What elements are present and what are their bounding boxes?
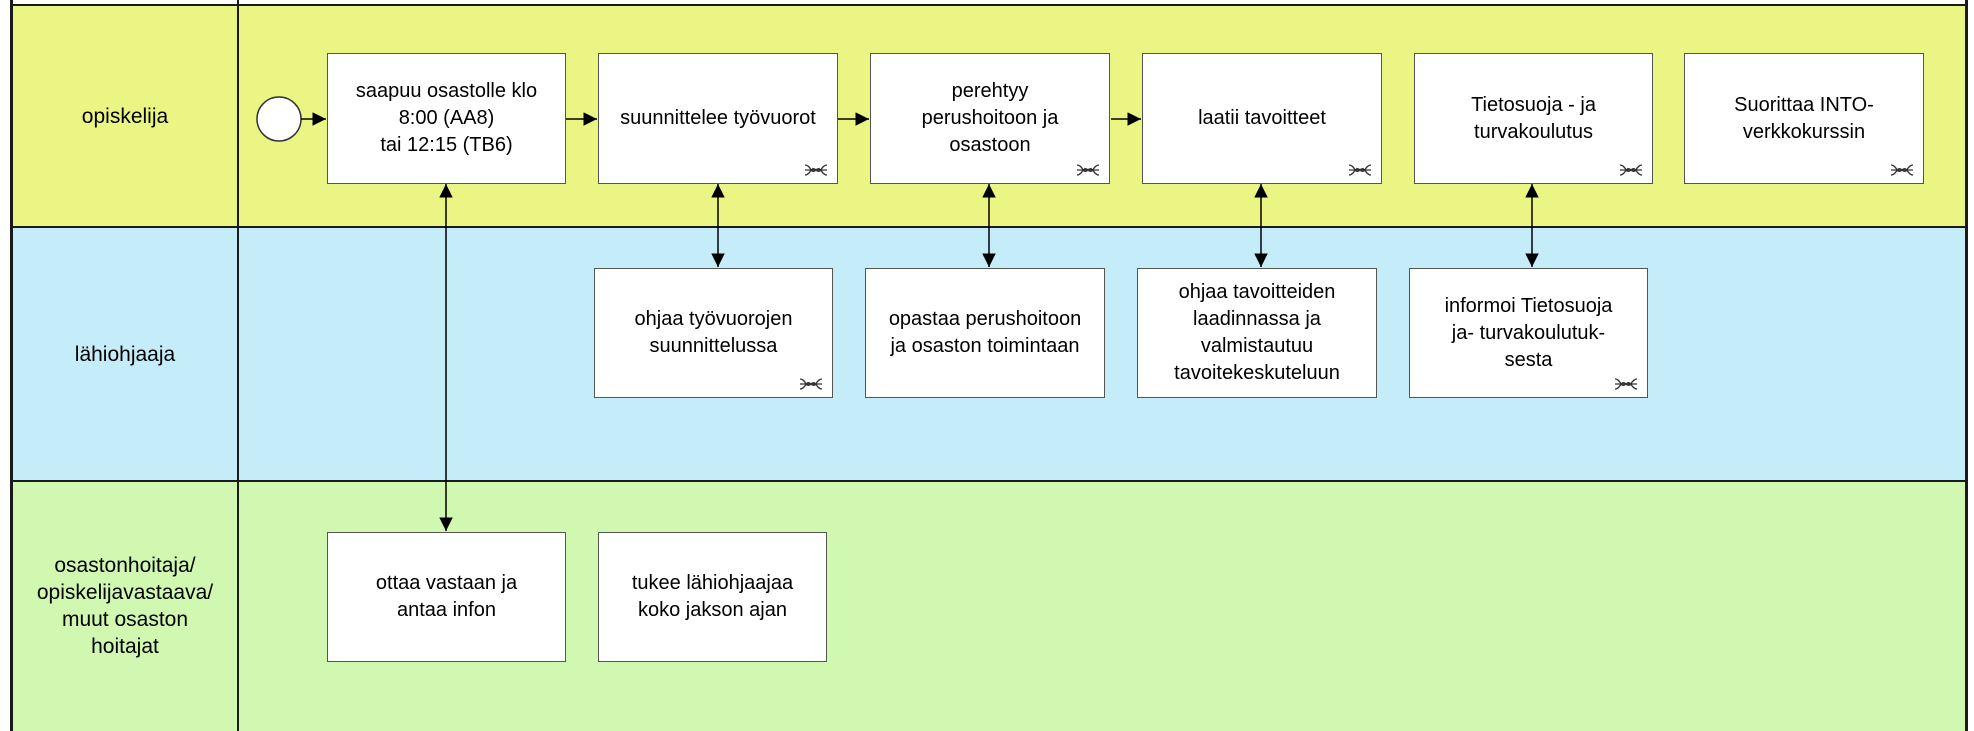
subprocess-marker-icon [1348, 164, 1372, 176]
subprocess-marker-icon [799, 378, 823, 390]
task-goals[interactable]: laatii tavoitteet [1142, 53, 1382, 184]
task-privacy-label: Tietosuoja - ja turvakoulutus [1471, 93, 1596, 143]
task-inform-privacy-label: informoi Tietosuoja ja- turvakoulutuk- s… [1444, 294, 1613, 371]
subprocess-marker-icon [1614, 378, 1638, 390]
task-receive[interactable]: ottaa vastaan ja antaa infon [327, 532, 566, 662]
task-guide-basic-care-label: opastaa perushoitoon ja osaston toiminta… [888, 308, 1082, 357]
task-into-course[interactable]: Suorittaa INTO- verkkokurssin [1684, 53, 1924, 184]
lane-label-student: opiskelija [81, 104, 169, 128]
task-guide-goals-label: ohjaa tavoitteiden laadinnassa ja valmis… [1174, 281, 1340, 384]
subprocess-marker-icon [1890, 164, 1914, 176]
task-goals-label: laatii tavoitteet [1198, 107, 1326, 129]
task-receive-label: ottaa vastaan ja antaa infon [375, 572, 518, 621]
lane-label-staff: osastonhoitaja/ opiskelijavastaava/ muut… [36, 553, 214, 658]
task-privacy[interactable]: Tietosuoja - ja turvakoulutus [1414, 53, 1653, 184]
task-into-course-label: Suorittaa INTO- verkkokurssin [1734, 93, 1874, 143]
lane-label-mentor: lähiohjaaja [74, 342, 176, 366]
task-guide-goals[interactable]: ohjaa tavoitteiden laadinnassa ja valmis… [1137, 268, 1377, 398]
subprocess-marker-icon [1076, 164, 1100, 176]
subprocess-marker-icon [1619, 164, 1643, 176]
task-support[interactable]: tukee lähiohjaajaa koko jakson ajan [598, 532, 827, 662]
task-orient-label: perehtyy perushoitoon ja osastoon [921, 80, 1059, 156]
lane-header-divider [237, 0, 239, 731]
task-guide-shifts-label: ohjaa työvuorojen suunnittelussa [634, 308, 793, 357]
task-support-label: tukee lähiohjaajaa koko jakson ajan [631, 572, 794, 621]
task-inform-privacy[interactable]: informoi Tietosuoja ja- turvakoulutuk- s… [1409, 268, 1648, 398]
task-orient[interactable]: perehtyy perushoitoon ja osastoon [870, 53, 1110, 184]
frame-left-border [10, 0, 13, 731]
start-event-circle [256, 96, 302, 142]
task-guide-shifts[interactable]: ohjaa työvuorojen suunnittelussa [594, 268, 833, 398]
task-arrive[interactable]: saapuu osastolle klo 8:00 (AA8) tai 12:1… [327, 53, 566, 184]
frame-right-border [1965, 0, 1968, 731]
task-plan-shifts[interactable]: suunnittelee työvuorot [598, 53, 838, 184]
task-guide-basic-care[interactable]: opastaa perushoitoon ja osaston toiminta… [865, 268, 1105, 398]
task-plan-shifts-label: suunnittelee työvuorot [620, 107, 816, 129]
subprocess-marker-icon [804, 164, 828, 176]
task-arrive-label: saapuu osastolle klo 8:00 (AA8) tai 12:1… [355, 80, 538, 156]
